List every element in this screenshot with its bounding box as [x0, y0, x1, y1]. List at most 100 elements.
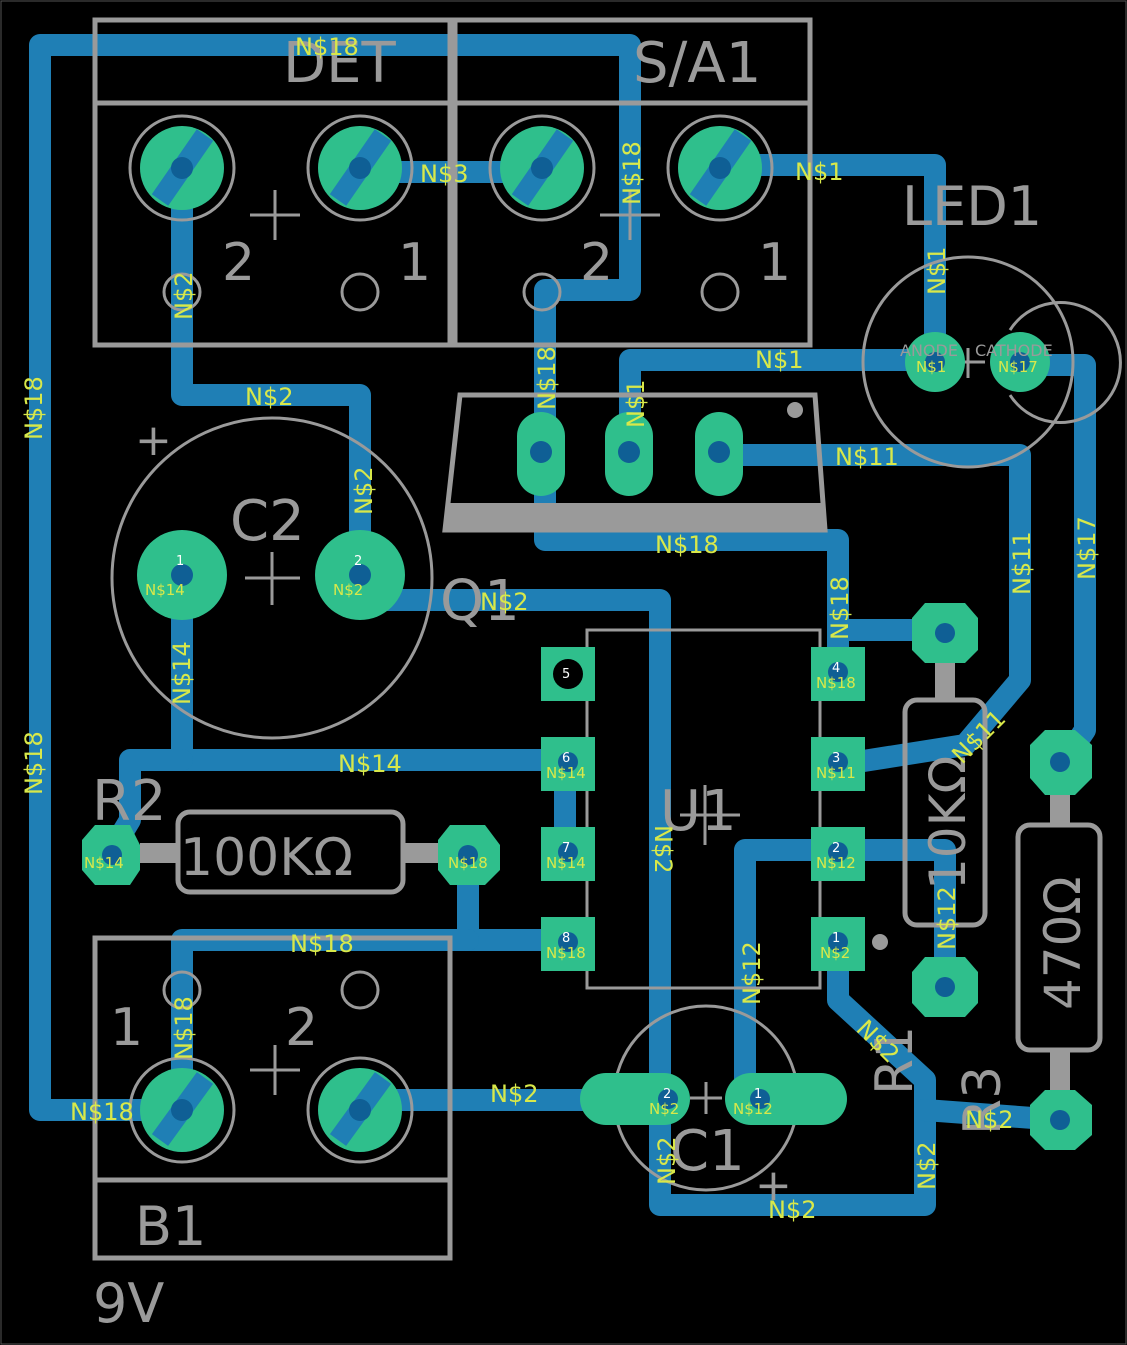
pin-number: 2	[354, 554, 362, 569]
led1-outline	[861, 255, 1075, 469]
net-label: N$2	[490, 1080, 539, 1108]
trace-n1-sa1	[709, 154, 946, 376]
vias	[102, 157, 1070, 1130]
net-label: N$2	[350, 467, 378, 516]
b1-label: B1	[135, 1195, 206, 1258]
net-label: N$18	[20, 731, 48, 795]
pad-net: N$14	[145, 581, 185, 599]
net-label: N$2	[653, 1137, 681, 1186]
c2-plus: +	[135, 415, 172, 466]
pin-number: 5	[562, 667, 570, 682]
net-label: N$18	[20, 376, 48, 440]
net-label: N$18	[618, 141, 646, 205]
net-label: N$2	[245, 383, 294, 411]
net-label: N$18	[170, 996, 198, 1060]
pin-number: 2	[832, 841, 840, 856]
sa1-label: S/A1	[633, 31, 761, 96]
net-label: N$18	[70, 1098, 134, 1126]
pad-net: N$18	[448, 854, 488, 872]
net-label: N$2	[913, 1142, 941, 1191]
net-label: N$1	[622, 380, 650, 429]
pad-net: N$12	[816, 854, 856, 872]
net-label: N$3	[420, 160, 469, 188]
r3-value: 470Ω	[1034, 876, 1092, 1010]
pin-number: 2	[663, 1087, 671, 1102]
net-label: N$2	[965, 1106, 1014, 1134]
net-label: N$1	[923, 247, 951, 296]
det-outline	[92, 17, 453, 348]
sa1-pin2-label: 2	[580, 233, 613, 293]
r1-label: R1	[865, 1026, 925, 1095]
pad-net: N$2	[333, 581, 363, 599]
det-pin1-label: 1	[398, 233, 431, 293]
net-label: N$18	[290, 930, 354, 958]
net-label: N$2	[480, 588, 529, 616]
trace-n2-main	[349, 589, 936, 1216]
pad-net: N$2	[649, 1100, 679, 1118]
r2-label: R2	[92, 769, 167, 834]
pad-net: N$1	[916, 358, 946, 376]
net-label: N$11	[1008, 531, 1036, 595]
net-label: N$2	[768, 1196, 817, 1224]
net-label: N$1	[795, 158, 844, 186]
led1-label: LED1	[902, 175, 1042, 238]
trace-n14-c2	[171, 564, 576, 866]
trace-n18-loop	[29, 34, 641, 1121]
pad-net: N$18	[816, 674, 856, 692]
trace-n12-r1	[827, 839, 956, 991]
pin-number: 6	[562, 751, 570, 766]
net-label: N$17	[1073, 516, 1101, 580]
q1-label: Q1	[440, 569, 520, 634]
net-label: N$14	[338, 750, 402, 778]
trace-n2-det	[171, 161, 371, 586]
pad-net: N$2	[820, 944, 850, 962]
sa1-outline	[452, 17, 813, 348]
net-label: N$18	[826, 576, 854, 640]
net-label: N$2	[170, 272, 198, 321]
r1-value: 10KΩ	[919, 755, 977, 890]
pin-number: 1	[176, 554, 184, 569]
c2-label: C2	[230, 489, 305, 554]
b1-outline	[92, 935, 453, 1261]
pad-net: N$18	[546, 944, 586, 962]
b1-value: 9V	[93, 1272, 164, 1335]
b1-pin1-label: 1	[110, 998, 143, 1058]
led1-anode-label: ANODE	[900, 341, 958, 360]
pin-number: 3	[832, 751, 840, 766]
net-label: N$1	[755, 346, 804, 374]
net-label: N$18	[533, 346, 561, 410]
pin-number: 1	[754, 1087, 762, 1102]
pin-number: 1	[832, 931, 840, 946]
c1-plus: +	[755, 1160, 792, 1211]
pad-net: N$12	[733, 1100, 773, 1118]
silkscreen	[92, 17, 1122, 1261]
r3-label: R3	[953, 1066, 1013, 1135]
pad-labels: N$14 N$2 1 2 N$1 N$17 5 6 N$14 7 N$14 8 …	[84, 358, 1038, 1118]
sa1-pin1-label: 1	[758, 233, 791, 293]
net-label: N$12	[933, 886, 961, 950]
pin-number: 7	[562, 841, 570, 856]
det-label: DET	[283, 31, 397, 96]
u1-label: U1	[660, 779, 737, 844]
part-labels: DET S/A1 2 1 2 1 LED1 ANODE CATHODE + C2…	[92, 31, 1092, 1335]
net-label: N$14	[168, 641, 196, 705]
c1-label: C1	[670, 1119, 745, 1184]
pad-net: N$14	[546, 854, 586, 872]
det-pin2-label: 2	[222, 233, 255, 293]
pad-net: N$14	[546, 764, 586, 782]
b1-pin2-label: 2	[285, 998, 318, 1058]
pad-net: N$14	[84, 854, 124, 872]
net-label: N$18	[295, 33, 359, 61]
pin-number: 8	[562, 931, 570, 946]
net-label: N$18	[655, 531, 719, 559]
net-labels: N$18 N$3 N$1 N$1 N$2 N$11 N$18 N$2 N$14 …	[20, 33, 1101, 1224]
pad-net: N$11	[816, 764, 856, 782]
net-label: N$11	[835, 443, 899, 471]
r2-value: 100KΩ	[180, 828, 353, 888]
net-label: N$12	[738, 941, 766, 1005]
net-label: N$2	[649, 825, 677, 874]
pin-number: 4	[832, 661, 840, 676]
led1-cathode-label: CATHODE	[975, 341, 1053, 360]
c2-outline	[110, 416, 434, 740]
